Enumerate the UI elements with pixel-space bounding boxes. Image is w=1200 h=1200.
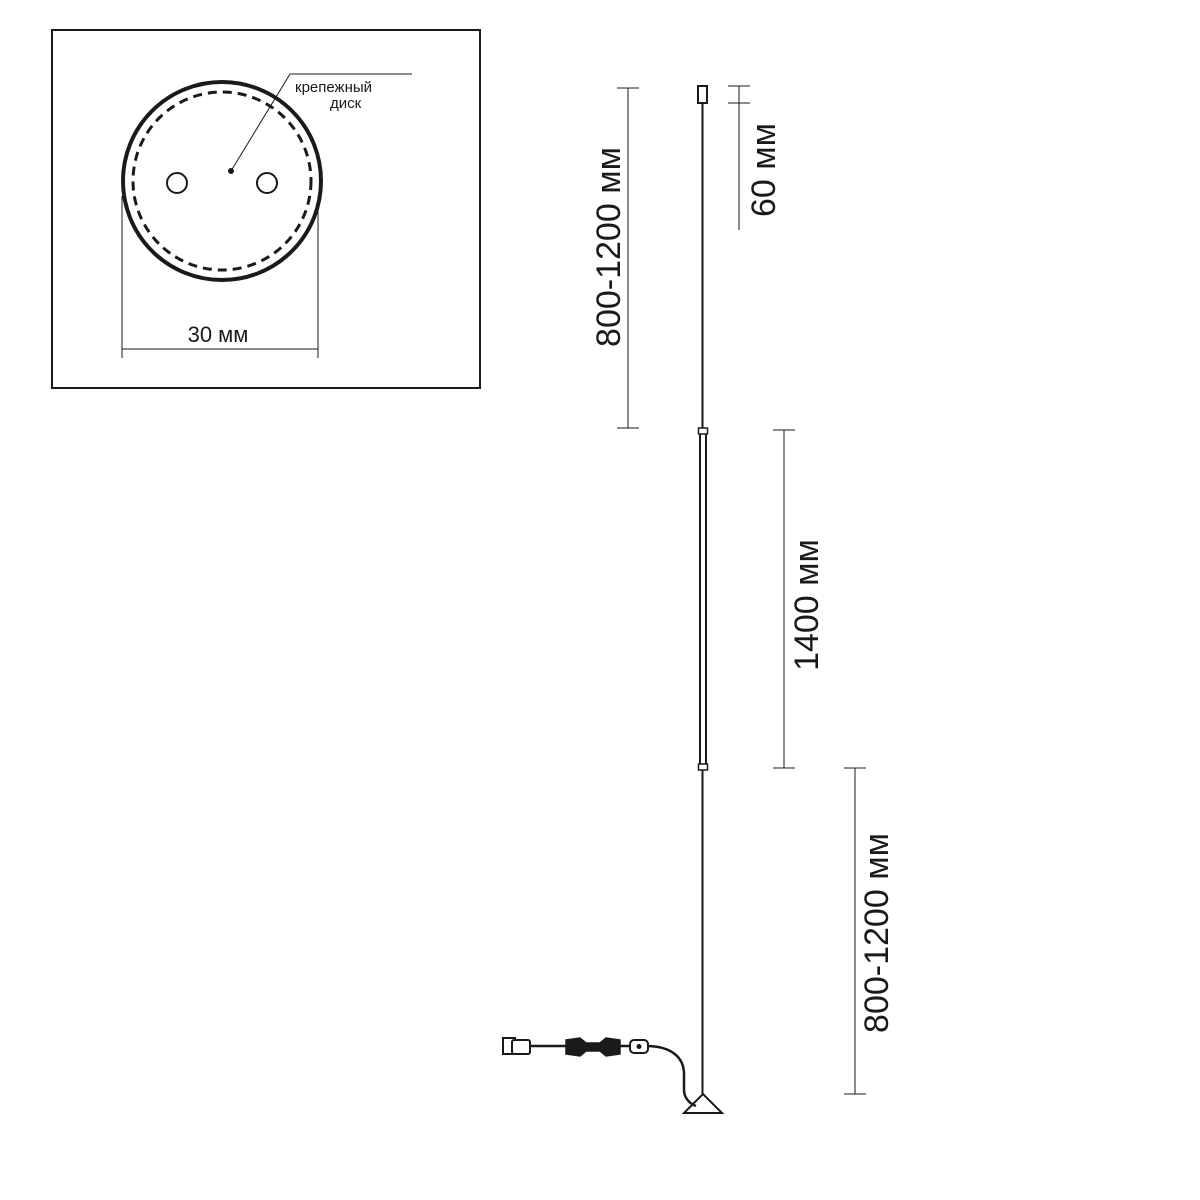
- mounting-hole-left: [166, 172, 188, 194]
- dim-label-cap: 60 мм: [745, 123, 783, 217]
- lamp-joint-top: [697, 427, 709, 435]
- lamp-light-section: [699, 429, 707, 769]
- lamp-top-cap: [697, 85, 708, 104]
- callout-label-line2: диск: [330, 95, 362, 112]
- lamp-base: [681, 1092, 725, 1114]
- mounting-hole-right: [256, 172, 278, 194]
- disc-outer-ring: [121, 80, 323, 282]
- dimension-top-segment: 800-1200 мм: [590, 87, 639, 429]
- switch-button: [636, 1044, 642, 1049]
- floor-lamp: [502, 85, 725, 1114]
- dimension-middle-segment: 1400 мм: [773, 429, 826, 769]
- dimension-cap: 60 мм: [728, 85, 783, 230]
- lamp-joint-bottom: [697, 763, 709, 771]
- width-dimension-label: 30 мм: [188, 322, 249, 347]
- callout-label-line1: крепежный: [295, 79, 372, 96]
- dim-label-bottom-segment: 800-1200 мм: [858, 833, 896, 1033]
- detail-frame: [51, 29, 481, 389]
- detail-inset: крепежный диск 30 мм: [51, 29, 481, 389]
- dimension-bottom-segment: 800-1200 мм: [844, 767, 896, 1095]
- plug-body: [511, 1039, 531, 1055]
- power-adapter: [565, 1037, 621, 1057]
- disc-inner-dashed-ring: [131, 90, 313, 272]
- dim-label-middle-segment: 1400 мм: [788, 539, 826, 671]
- callout-leader: [230, 73, 412, 172]
- dim-label-top-segment: 800-1200 мм: [590, 147, 628, 347]
